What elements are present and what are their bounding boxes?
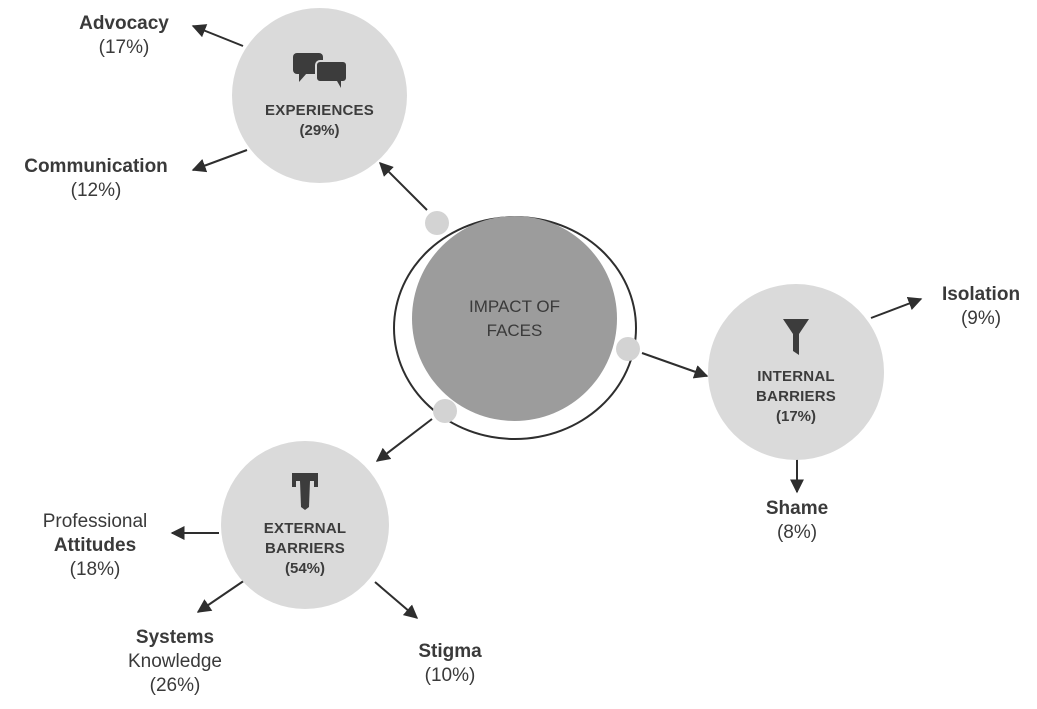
- connector-dot-bottom: [433, 399, 457, 423]
- communication-percent: (12%): [70, 180, 122, 201]
- arrow-center-to-experiences: [379, 162, 428, 211]
- center-title: IMPACT OF FACES: [469, 296, 560, 340]
- professional-line1: Professional: [42, 511, 148, 532]
- experiences-title: EXPERIENCES: [265, 101, 374, 119]
- arrow-to-communication: [191, 149, 248, 173]
- shame-label: Shame (8%): [747, 497, 847, 545]
- communication-label: Communication (12%): [4, 155, 188, 203]
- experiences-percent: (29%): [299, 121, 340, 139]
- professional-attitudes-label: Professional Attitudes (18%): [20, 510, 170, 582]
- shame-name: Shame: [765, 498, 829, 519]
- systems-percent: (26%): [149, 675, 201, 696]
- shame-percent: (8%): [776, 522, 818, 543]
- systems-line2: Knowledge: [127, 651, 223, 672]
- systems-knowledge-label: Systems Knowledge (26%): [110, 626, 240, 698]
- arrow-center-to-external: [375, 418, 433, 462]
- internal-title-line1: INTERNAL: [757, 368, 835, 385]
- isolation-label: Isolation (9%): [926, 283, 1036, 331]
- external-barriers-node: EXTERNAL BARRIERS (54%): [221, 441, 389, 609]
- systems-line1: Systems: [135, 627, 215, 648]
- experiences-node: EXPERIENCES (29%): [232, 8, 407, 183]
- arrow-center-to-internal: [641, 352, 709, 379]
- isolation-name: Isolation: [941, 284, 1021, 305]
- barrier-icon: [292, 473, 318, 510]
- funnel-icon: [783, 319, 809, 355]
- isolation-percent: (9%): [960, 308, 1002, 329]
- professional-line2: Attitudes: [53, 535, 137, 556]
- external-percent: (54%): [284, 560, 325, 577]
- arrow-to-advocacy: [191, 24, 244, 47]
- stigma-label: Stigma (10%): [400, 640, 500, 688]
- connector-dot-right: [616, 337, 640, 361]
- communication-name: Communication: [24, 156, 168, 177]
- advocacy-label: Advocacy (17%): [64, 12, 184, 60]
- speech-bubbles-icon: [292, 52, 348, 88]
- center-node: IMPACT OF FACES: [412, 216, 617, 421]
- arrow-to-stigma: [374, 581, 419, 619]
- arrow-to-isolation: [870, 296, 923, 319]
- external-title-line1: EXTERNAL: [263, 520, 347, 537]
- stigma-name: Stigma: [418, 641, 482, 662]
- advocacy-name: Advocacy: [79, 13, 169, 34]
- connector-dot-top: [425, 211, 449, 235]
- internal-barriers-node: INTERNAL BARRIERS (17%): [708, 284, 884, 460]
- internal-percent: (17%): [775, 408, 816, 425]
- arrow-to-systems-knowledge: [196, 579, 246, 613]
- internal-title-line2: BARRIERS: [756, 388, 836, 405]
- external-title-line2: BARRIERS: [265, 540, 345, 557]
- advocacy-percent: (17%): [98, 37, 150, 58]
- professional-percent: (18%): [69, 559, 121, 580]
- stigma-percent: (10%): [424, 665, 476, 686]
